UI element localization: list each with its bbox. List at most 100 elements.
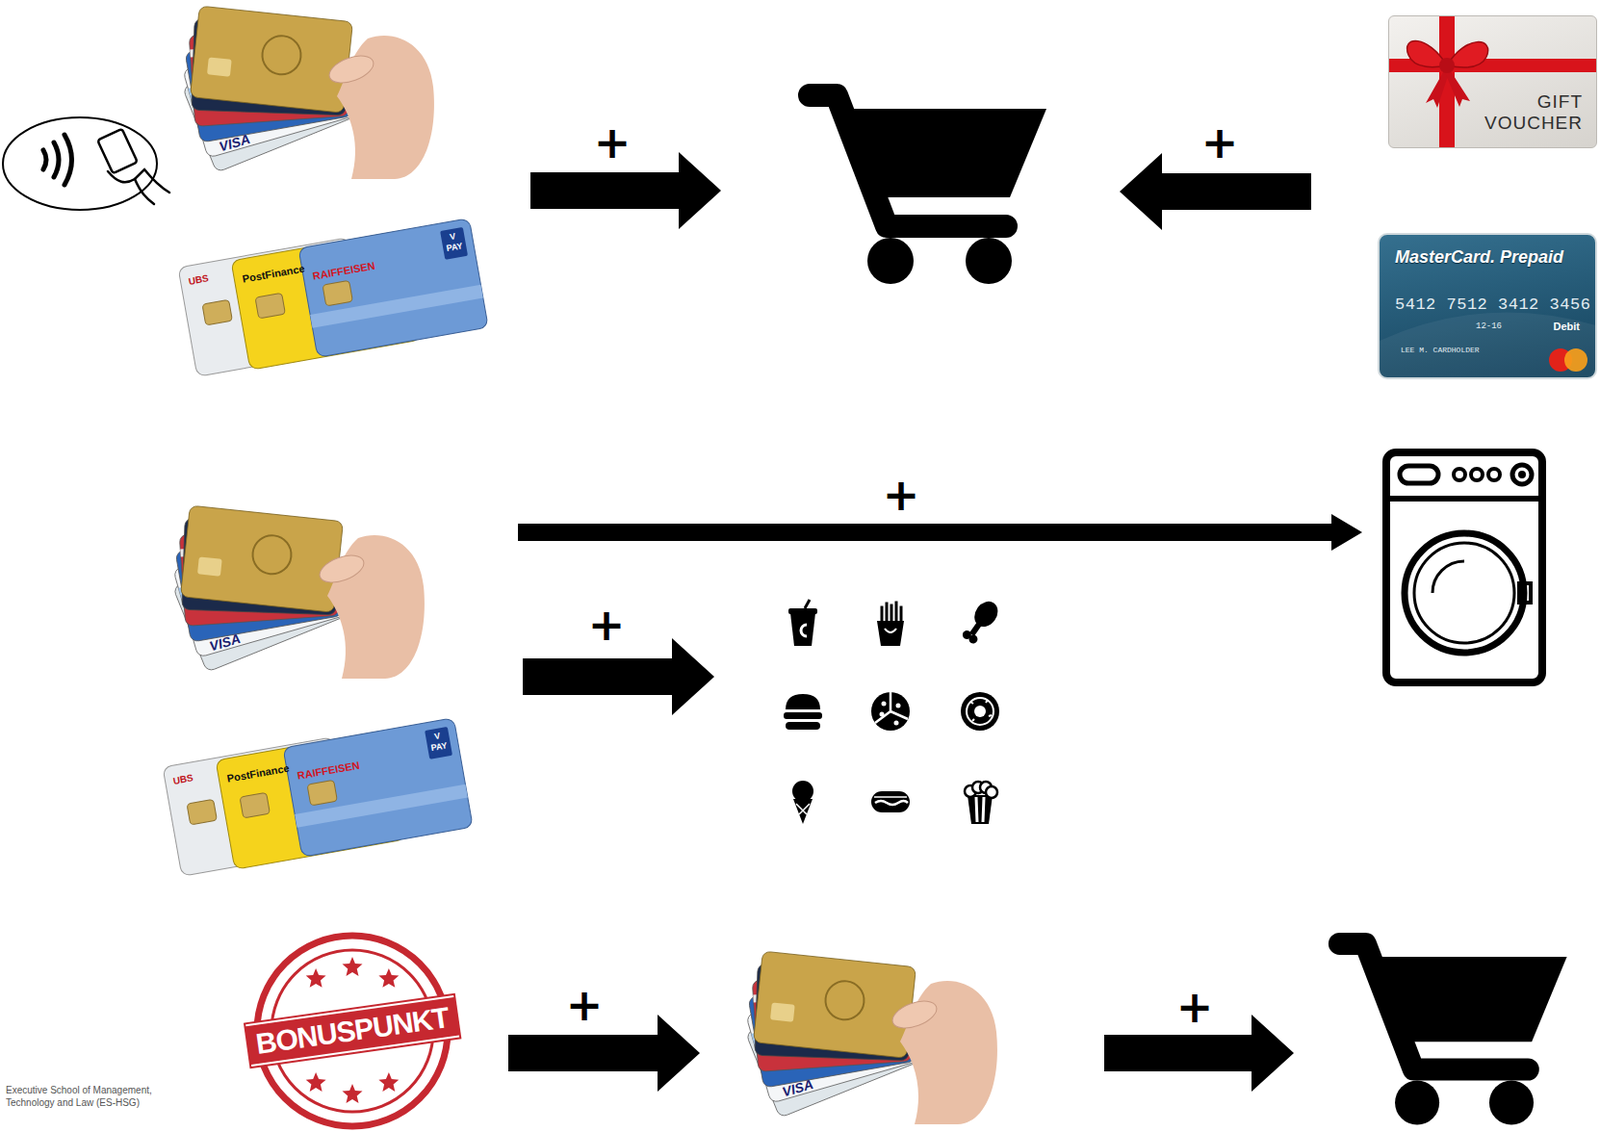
stamp-ring-part xyxy=(306,968,327,988)
stamp-ring-part xyxy=(378,1072,399,1092)
contactless-symbol-part xyxy=(64,134,73,185)
illustration-part xyxy=(178,218,489,378)
card-type: Debit xyxy=(1553,321,1581,333)
washing-machine xyxy=(1386,452,1543,683)
stamp-ring-part xyxy=(342,956,363,977)
plus-sign: + xyxy=(593,120,632,165)
food-icons-part-part xyxy=(875,692,908,723)
washing-machine-part xyxy=(1519,583,1531,603)
food-icons-part-part xyxy=(967,795,993,825)
food-icons-part-part xyxy=(785,694,821,710)
washing-machine-part xyxy=(1386,452,1543,683)
stamp-ring-part xyxy=(342,1083,363,1104)
food-icons-part xyxy=(960,692,1000,731)
washing-machine-part xyxy=(1518,470,1526,479)
food-icons-part xyxy=(792,780,814,825)
card-expiry: 12-16 xyxy=(1475,322,1502,332)
food-icons-part-part xyxy=(796,803,810,815)
washing-machine-part xyxy=(1414,542,1515,644)
card-logo-part xyxy=(1379,312,1598,380)
food-icons-part-part xyxy=(884,628,897,633)
gift-voucher: GIFT VOUCHER xyxy=(1388,15,1598,149)
contactless-symbol-part xyxy=(43,150,47,170)
footer-note: Executive School of Management, Technolo… xyxy=(5,1084,165,1110)
card-brand: V PAY xyxy=(424,726,452,754)
plus-sign: + xyxy=(588,602,626,647)
card-brand: MasterCard. Prepaid xyxy=(1394,248,1564,266)
washing-machine-part xyxy=(1432,561,1465,594)
food-icons-part xyxy=(783,694,823,730)
food-icons-part-part xyxy=(899,605,904,623)
food-icons-part-part xyxy=(783,712,823,720)
food-icons-part xyxy=(964,781,998,825)
contactless-symbol-part xyxy=(97,129,137,174)
illustration-part xyxy=(1339,943,1567,1125)
washing-machine-part xyxy=(1512,464,1532,485)
food-icons-part-part xyxy=(871,692,910,731)
illustration-part xyxy=(162,718,473,878)
food-icons-part-part xyxy=(896,703,902,709)
food-icons-part xyxy=(871,791,910,813)
food-icons-part xyxy=(788,599,818,646)
food-icons-part-part xyxy=(785,722,821,730)
bonus-stamp: BONUSPUNKT xyxy=(248,929,457,1132)
food-icons-part-part xyxy=(793,799,813,825)
washing-machine-part xyxy=(1453,468,1466,481)
food-icons-part-part xyxy=(958,596,1003,647)
cardholder-name: LEE M. CARDHOLDER xyxy=(1400,346,1480,355)
food-icons-part-part xyxy=(960,692,1000,731)
food-icons-part-part xyxy=(974,705,986,718)
block-arrow-part xyxy=(508,1014,700,1092)
washing-machine-part xyxy=(1399,465,1439,484)
plus-sign: + xyxy=(1201,120,1239,165)
plus-sign: + xyxy=(882,472,921,517)
block-arrow-part xyxy=(522,638,715,716)
contactless-symbol xyxy=(2,117,170,210)
illustration-part xyxy=(173,505,425,679)
washing-machine-part xyxy=(1386,495,1543,502)
illustration-part xyxy=(809,95,1047,284)
illustration-part xyxy=(746,951,998,1125)
block-arrow xyxy=(508,152,1363,1092)
stamp-ring-part xyxy=(378,968,399,988)
contactless-symbol-part xyxy=(53,142,59,178)
washing-machine-part xyxy=(1404,533,1524,653)
washing-machine-part xyxy=(1488,468,1500,481)
card-brand: V PAY xyxy=(439,227,467,255)
food-icons-part-part-part xyxy=(967,633,981,646)
washing-machine-part xyxy=(1470,468,1483,481)
food-icons-part-part xyxy=(871,791,910,813)
block-arrow-part xyxy=(1119,153,1312,231)
food-icons-part-part xyxy=(788,608,818,615)
food-icons-part-part xyxy=(874,796,907,799)
food-icons-part-part xyxy=(881,701,887,707)
card-number: 5412 7512 3412 3456 xyxy=(1394,296,1591,313)
block-arrow-part xyxy=(517,514,1363,551)
food-icons-part-part xyxy=(894,721,900,726)
food-icons-part-part xyxy=(792,780,814,802)
food-icons-part-part-part xyxy=(969,620,983,637)
prepaid-card: MasterCard. Prepaid 5412 7512 3412 3456 12… xyxy=(1377,232,1598,380)
food-icons-part-part xyxy=(790,613,816,646)
food-icons-part xyxy=(877,600,904,646)
contactless-symbol-part xyxy=(134,179,155,205)
plus-sign: + xyxy=(566,982,604,1028)
food-icons xyxy=(783,596,1003,825)
contactless-symbol-part xyxy=(2,117,157,210)
food-icons-part-part xyxy=(976,797,984,823)
stamp-ring-part xyxy=(306,1072,327,1092)
food-icons-part-part xyxy=(879,712,885,718)
stamp-text: BONUSPUNKT xyxy=(245,995,460,1067)
food-icons-part xyxy=(871,692,910,731)
food-icons-part-part xyxy=(879,605,884,623)
food-icons-part-part xyxy=(889,603,894,623)
food-icons-part xyxy=(958,596,1003,647)
voucher-text: GIFT VOUCHER xyxy=(1474,91,1583,134)
food-icons-part-part xyxy=(875,800,908,805)
gift-ribbon-part xyxy=(1439,57,1455,74)
food-icons-part-part xyxy=(966,697,994,725)
card-logo-part xyxy=(1564,348,1588,372)
food-icons-part-part xyxy=(877,620,904,646)
